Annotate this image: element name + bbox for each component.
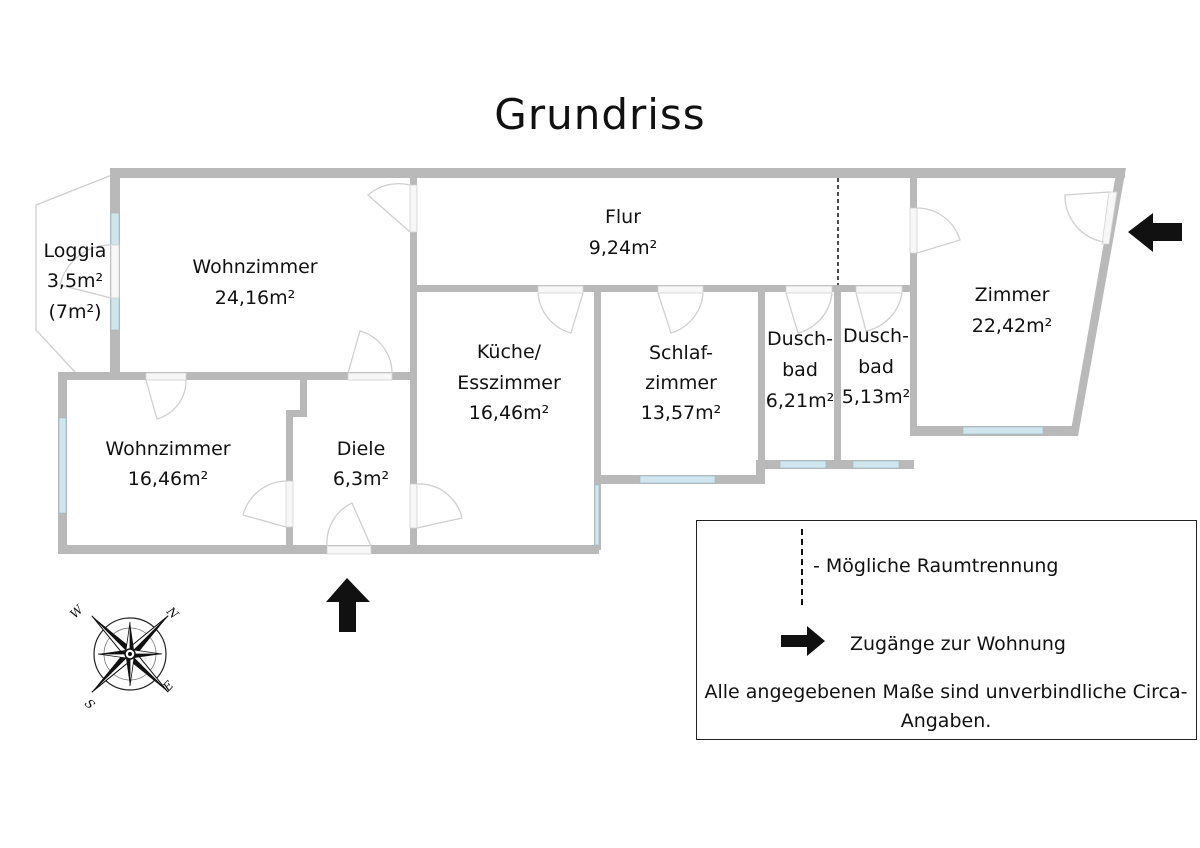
compass-s: S — [82, 696, 98, 712]
room-duschbad2-name2: bad — [858, 356, 894, 378]
legend-dashed-line-icon — [801, 529, 803, 605]
legend-arrow-icon — [781, 626, 825, 656]
room-diele-name: Diele — [337, 438, 386, 460]
compass-n: N — [163, 604, 181, 622]
room-flur-name: Flur — [605, 206, 641, 228]
room-duschbad1-area: 6,21m² — [766, 390, 834, 412]
legend-box: - Mögliche Raumtrennung Zugänge zur Wohn… — [696, 520, 1197, 740]
doors — [59, 182, 1118, 555]
compass-e: E — [160, 678, 177, 695]
compass-rose-icon: N W E S — [67, 601, 181, 712]
room-wohnzimmer1-area: 24,16m² — [215, 287, 296, 309]
room-duschbad2-area: 5,13m² — [842, 386, 910, 408]
legend-disclaimer: Alle angegebenen Maße sind unverbindlich… — [704, 681, 1188, 732]
room-duschbad2-name1: Dusch- — [843, 325, 909, 347]
legend-arrow-label: Zugänge zur Wohnung — [850, 633, 1066, 655]
room-loggia-name: Loggia — [44, 240, 107, 262]
room-flur-area: 9,24m² — [589, 237, 657, 259]
room-zimmer-name: Zimmer — [975, 284, 1050, 306]
plan-title: Grundriss — [494, 90, 706, 139]
entry-arrow-right-icon — [1128, 213, 1182, 252]
room-schlafzimmer-area: 13,57m² — [641, 402, 722, 424]
room-wohnzimmer1-name: Wohnzimmer — [192, 256, 317, 278]
entry-arrow-bottom-icon — [326, 578, 370, 632]
windows — [58, 212, 1044, 546]
compass-w: W — [67, 601, 87, 621]
room-loggia-area: 3,5m² — [47, 270, 103, 292]
room-zimmer-area: 22,42m² — [972, 315, 1053, 337]
room-loggia-note: (7m²) — [48, 301, 101, 323]
room-kueche-name2: Esszimmer — [457, 372, 561, 394]
walls — [58, 168, 1126, 554]
loggia-outline — [35, 174, 113, 373]
room-schlafzimmer-name1: Schlaf- — [649, 342, 713, 364]
room-duschbad1-name1: Dusch- — [767, 328, 833, 350]
room-duschbad1-name2: bad — [782, 359, 818, 381]
room-schlafzimmer-name2: zimmer — [645, 372, 717, 394]
room-wohnzimmer2-area: 16,46m² — [128, 468, 209, 490]
room-kueche-area: 16,46m² — [469, 402, 550, 424]
legend-dashed-label: - Mögliche Raumtrennung — [813, 555, 1059, 577]
room-kueche-name1: Küche/ — [477, 341, 542, 363]
room-wohnzimmer2-name: Wohnzimmer — [105, 438, 230, 460]
room-diele-area: 6,3m² — [333, 468, 389, 490]
